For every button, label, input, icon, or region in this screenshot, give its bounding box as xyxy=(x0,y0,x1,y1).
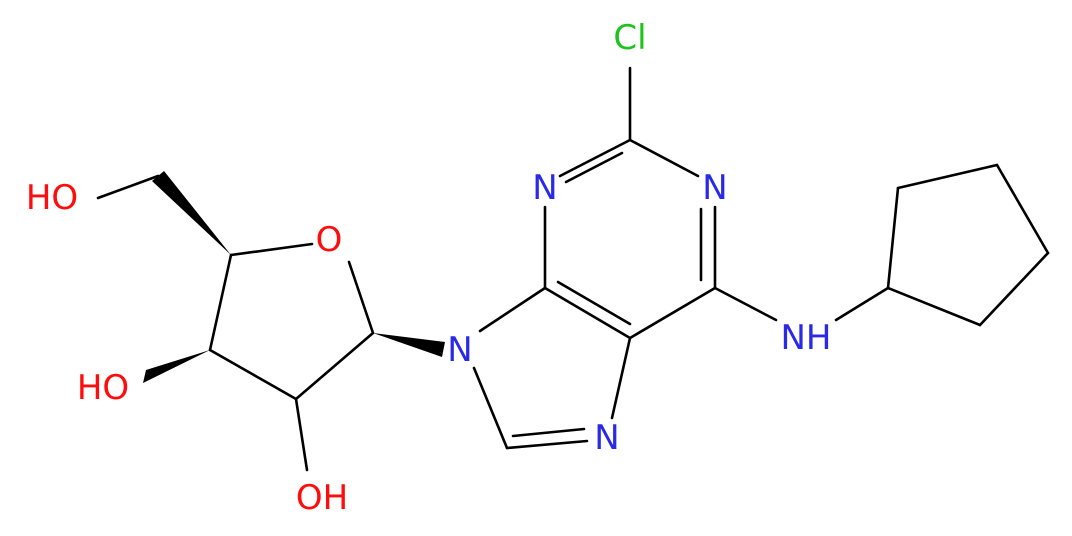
bond-cp4 xyxy=(978,251,1050,327)
bond-c8-n7 xyxy=(505,439,589,450)
bond-c6-nh xyxy=(713,286,778,322)
bond-c4-n9 xyxy=(478,286,547,333)
bond-c1p-o xyxy=(347,260,375,335)
bond-c4-c5-second xyxy=(556,280,632,326)
bond-c4p-c3p xyxy=(208,253,233,352)
bond-cp1 xyxy=(886,186,900,290)
bond-cp3 xyxy=(995,163,1050,255)
atom-ho-c3: HO xyxy=(77,368,129,408)
bond-cp5 xyxy=(886,286,982,327)
bond-nh-cp xyxy=(834,286,890,322)
wedge-bonds xyxy=(143,171,445,383)
bond-c2-n3 xyxy=(558,138,632,178)
atom-n7: N xyxy=(594,418,619,458)
atom-o-ring: O xyxy=(316,220,343,260)
atom-n3: N xyxy=(532,168,557,208)
bond-o-c4p xyxy=(229,242,314,257)
bond-c4-c5 xyxy=(543,286,632,340)
bond-c8-n7-second xyxy=(511,427,586,438)
atom-labels: Cl N N NH N N O HO HO OH xyxy=(26,18,832,518)
bonds xyxy=(96,66,1050,472)
bond-c2-n3-second xyxy=(564,151,624,184)
atom-ho-ch2: HO xyxy=(26,178,78,218)
atom-n1: N xyxy=(702,168,727,208)
bond-c5-c6 xyxy=(628,286,717,340)
bond-c2p-oh xyxy=(294,397,309,472)
bond-n9-c8 xyxy=(472,366,509,450)
atom-oh-c2: OH xyxy=(296,478,348,518)
bond-c2p-c1p xyxy=(294,331,375,401)
wedge-c4p-c5p xyxy=(152,171,231,255)
bond-c2-n1 xyxy=(628,138,700,178)
bond-c5p-ho xyxy=(96,174,160,200)
atom-cl: Cl xyxy=(613,18,646,58)
atom-nh: NH xyxy=(781,318,832,358)
bond-n7-c5 xyxy=(610,336,632,420)
bond-c3p-c2p xyxy=(208,348,298,401)
wedge-c1p-n9 xyxy=(373,333,445,357)
bond-cp2 xyxy=(896,163,999,190)
atom-n9: N xyxy=(447,330,472,370)
wedge-c3p-ho xyxy=(143,350,210,383)
